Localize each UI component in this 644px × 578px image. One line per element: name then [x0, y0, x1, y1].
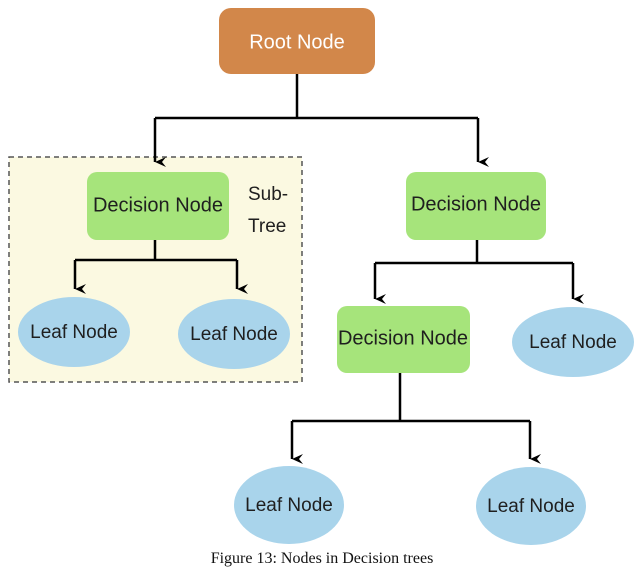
leaf-node-1-label: Leaf Node	[30, 322, 118, 343]
tree-edges	[73, 74, 584, 464]
root-node-label: Root Node	[249, 31, 345, 53]
decision-node-lower-label: Decision Node	[338, 327, 468, 349]
leaf-node-5: Leaf Node	[476, 467, 586, 545]
subtree-label-line2: Tree	[248, 216, 286, 237]
decision-node-right-label: Decision Node	[411, 193, 541, 215]
leaf-node-2-label: Leaf Node	[190, 324, 278, 345]
decision-node-lower: Decision Node	[337, 306, 470, 373]
leaf-node-3-label: Leaf Node	[529, 332, 617, 353]
root-node: Root Node	[219, 8, 375, 74]
decision-node-left-label: Decision Node	[93, 194, 223, 216]
subtree-label-line1: Sub-	[248, 184, 288, 205]
decision-node-left: Decision Node	[87, 172, 229, 240]
leaf-node-5-label: Leaf Node	[487, 496, 575, 517]
leaf-node-3: Leaf Node	[512, 307, 634, 377]
decision-node-right: Decision Node	[406, 172, 546, 240]
leaf-node-2: Leaf Node	[178, 299, 290, 369]
leaf-node-4-label: Leaf Node	[245, 495, 333, 516]
leaf-node-1: Leaf Node	[18, 297, 130, 367]
leaf-node-4: Leaf Node	[234, 466, 344, 544]
figure-caption: Figure 13: Nodes in Decision trees	[210, 550, 434, 567]
